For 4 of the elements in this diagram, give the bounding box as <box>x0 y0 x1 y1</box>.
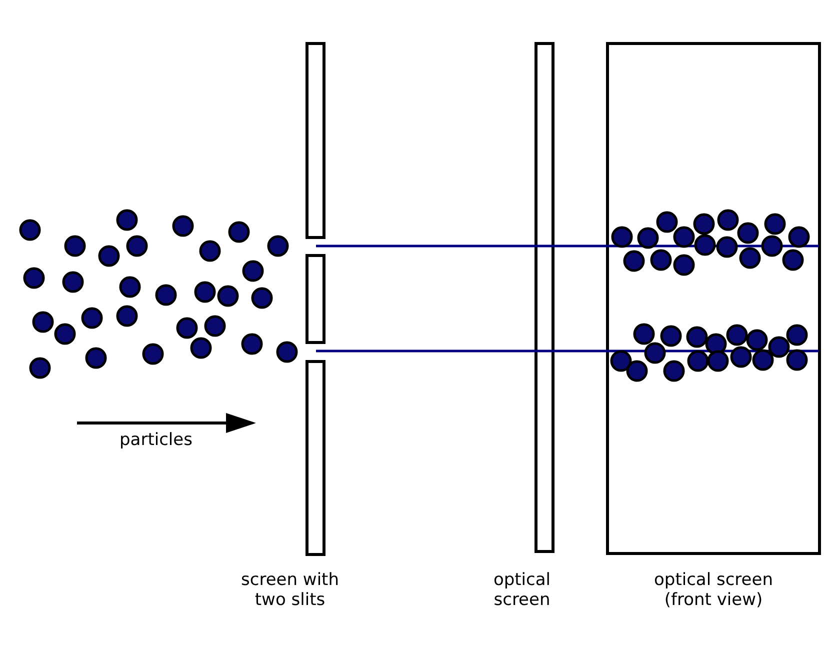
screen-caption: optical screen (front view) <box>653 570 774 610</box>
screen-caption: optical screen <box>492 570 552 610</box>
arrow-label: particles <box>118 430 194 450</box>
screen-caption: screen with two slits <box>240 570 340 610</box>
